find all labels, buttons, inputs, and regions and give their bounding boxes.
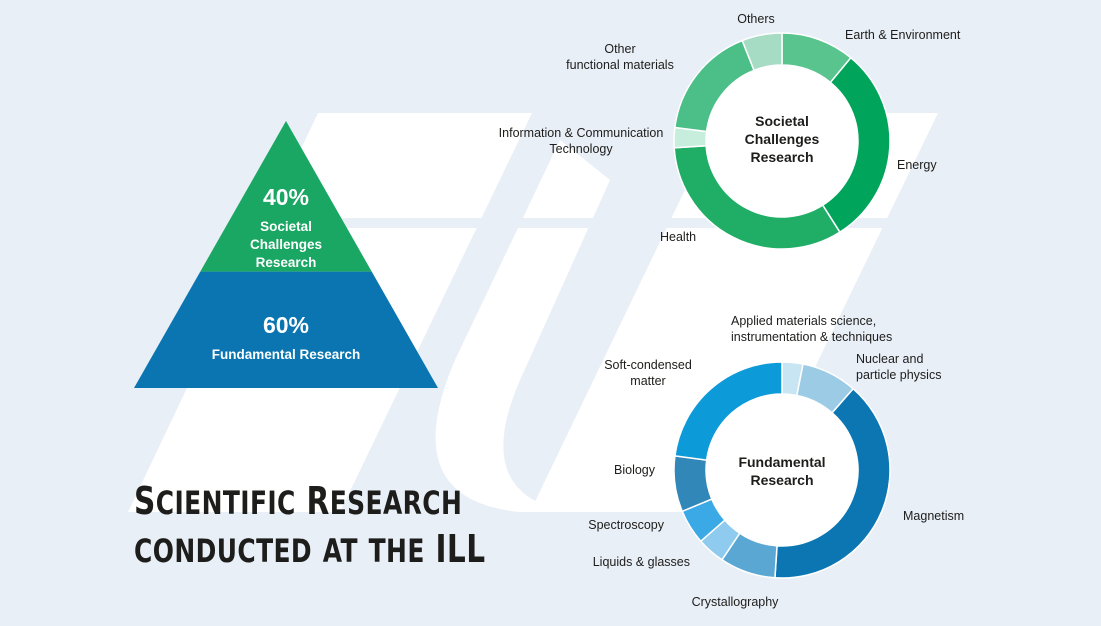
donut-center <box>706 394 858 546</box>
slice-label-earth-environment: Earth & Environment <box>845 28 961 42</box>
slice-label-biology: Biology <box>614 463 656 477</box>
pyramid-pct-societal: 40% <box>263 184 309 210</box>
slice-magnetism <box>774 387 891 579</box>
slice-others <box>741 32 783 72</box>
slice-label-applied-materials-science-instrumentation-techniques: Applied materials science,instrumentatio… <box>731 314 892 344</box>
title-line-1: SCIENTIFIC RESEARCH <box>134 479 463 523</box>
slice-label-crystallography: Crystallography <box>692 595 780 609</box>
slice-label-liquids-glasses: Liquids & glasses <box>593 555 690 569</box>
pyramid-segment-fundamental <box>134 271 438 388</box>
slice-label-health: Health <box>660 230 696 244</box>
slice-label-energy: Energy <box>897 158 937 172</box>
page-title: SCIENTIFIC RESEARCH CONDUCTED AT THE ILL <box>134 478 485 574</box>
slice-label-spectroscopy: Spectroscopy <box>588 518 664 532</box>
pyramid-label-fundamental: Fundamental Research <box>212 347 361 362</box>
slice-label-magnetism: Magnetism <box>903 509 964 523</box>
bg-stripe-gap <box>128 218 938 228</box>
pyramid-pct-fundamental: 60% <box>263 312 309 338</box>
pyramid-segment-societal <box>200 121 372 272</box>
title-line-2: CONDUCTED AT THE ILL <box>134 527 486 571</box>
slice-soft-condensed-matter <box>674 361 783 461</box>
donut-center <box>706 65 858 217</box>
bg-stripe-curve <box>435 140 610 512</box>
slice-label-others: Others <box>737 12 775 26</box>
